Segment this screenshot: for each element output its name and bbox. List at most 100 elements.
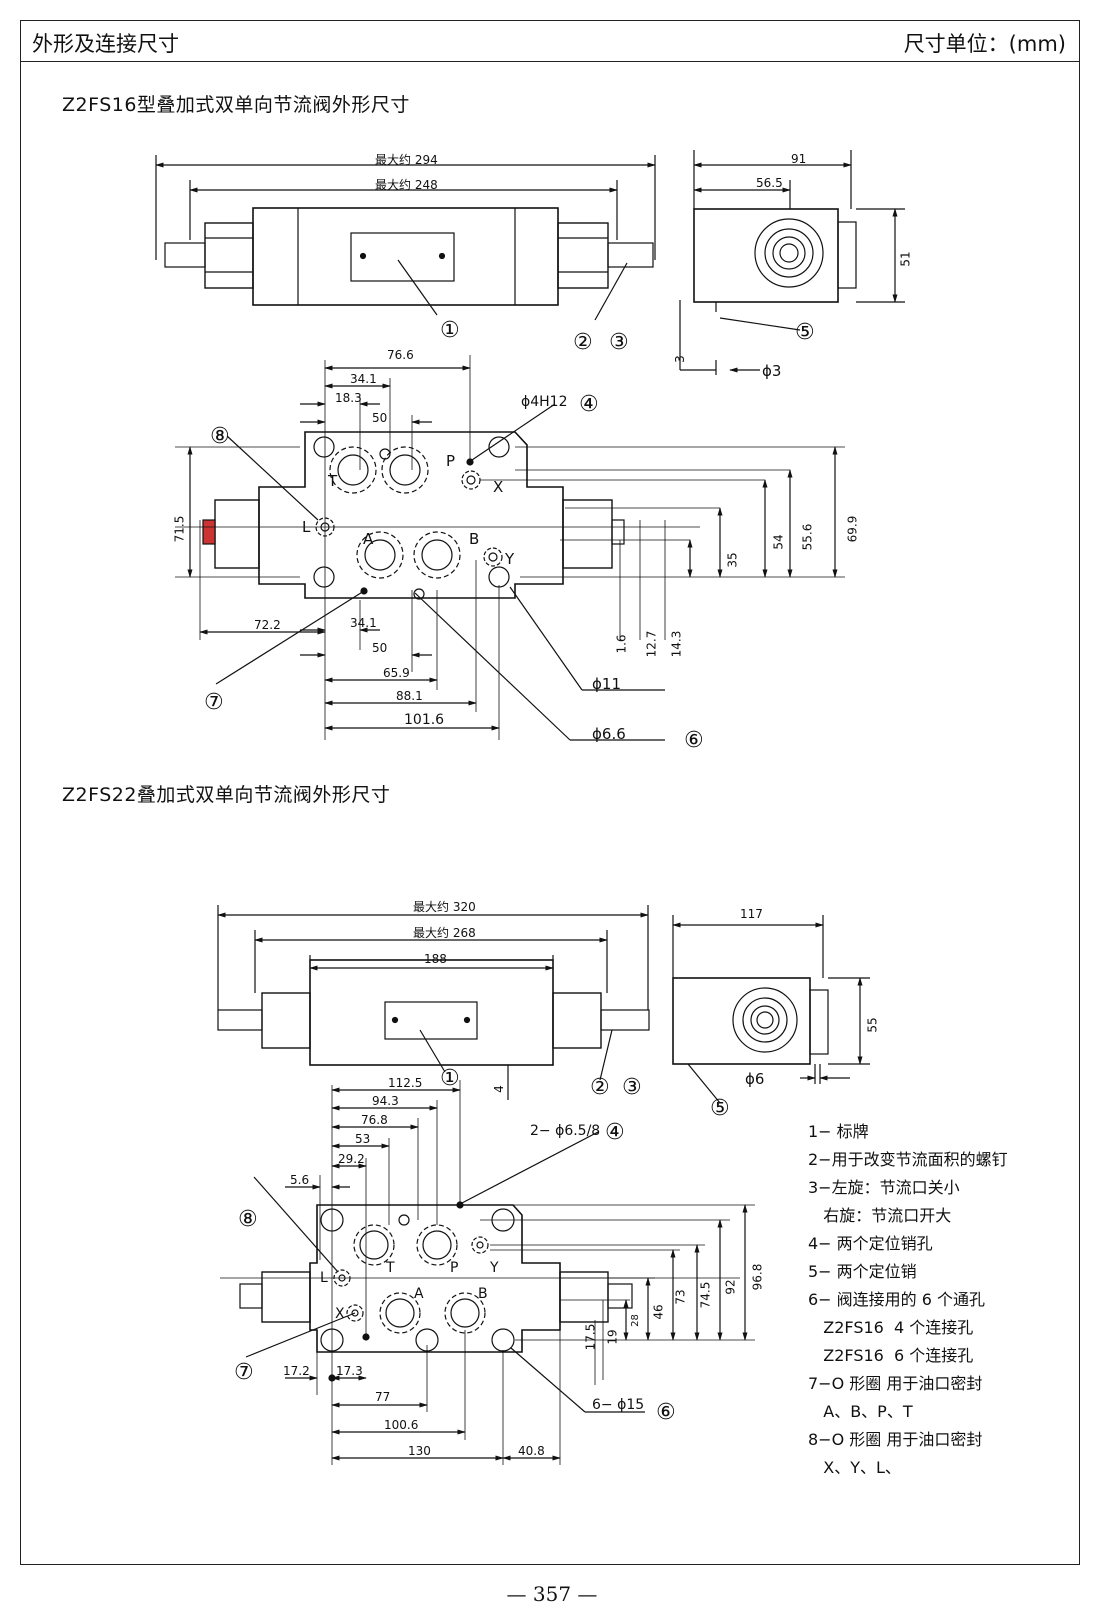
s1-callout-1: ① — [440, 318, 460, 343]
section2-title: Z2FS22叠加式双单向节流阀外形尺寸 — [62, 784, 391, 806]
s2-dim-29-2: 29.2 — [338, 1152, 365, 1166]
s2-callout-2: ② — [590, 1075, 610, 1100]
s1-dim-51: 51 — [898, 251, 913, 267]
s2-port-L: L — [320, 1270, 328, 1286]
s1-dim-55-6: 55.6 — [800, 523, 815, 551]
header-title: 外形及连接尺寸 — [32, 32, 179, 56]
s2-port-P: P — [450, 1260, 459, 1276]
s2-dim-17-3: 17.3 — [336, 1364, 363, 1378]
s2-dim-phi15: 6− ϕ15 — [592, 1397, 645, 1413]
s2-dim-46: 46 — [651, 1304, 666, 1320]
s2-port-A: A — [414, 1286, 424, 1302]
s1-dim-phi3: ϕ3 — [762, 362, 782, 380]
s1-dim-248: 最大约 248 — [375, 178, 438, 192]
s1-port-L: L — [302, 518, 311, 536]
s1-dim-294: 最大约 294 — [375, 153, 438, 167]
s2-dim-5-6: 5.6 — [290, 1173, 310, 1187]
s2-dim-17-2: 17.2 — [283, 1364, 310, 1378]
s1-callout-5: ⑤ — [795, 320, 815, 345]
s1-callout-2: ② — [573, 330, 593, 355]
s1-dim-phi6-6: ϕ6.6 — [592, 725, 626, 743]
s2-dim-77: 77 — [375, 1390, 391, 1404]
s1-port-P: P — [446, 452, 456, 470]
s2-dim-117: 117 — [740, 907, 763, 921]
legend-item: Z2FS16 6 个连接孔 — [808, 1346, 974, 1365]
s1-port-X: X — [493, 478, 504, 496]
s1-dim-88-1: 88.1 — [396, 689, 423, 703]
s1-dim-71-5: 71.5 — [172, 515, 187, 543]
s2-dim-28: 28 — [629, 1314, 641, 1327]
s2-callout-3: ③ — [622, 1075, 642, 1100]
s2-dim-188: 188 — [424, 952, 447, 966]
s1-top-dims — [155, 155, 656, 260]
s1-callout-4: ④ — [579, 392, 599, 417]
s2-callout-5: ⑤ — [710, 1096, 730, 1121]
legend-item: 3−左旋：节流口关小 — [808, 1178, 960, 1197]
s2-plan-view — [220, 1201, 740, 1382]
s1-dim-3: 3 — [672, 355, 687, 363]
header-bar: 外形及连接尺寸 尺寸单位：(mm) — [20, 20, 1080, 62]
s2-dim-19: 19 — [605, 1329, 620, 1345]
s1-dim-34-1b: 34.1 — [350, 616, 377, 630]
s1-dim-54: 54 — [771, 534, 786, 550]
s2-dim-53: 53 — [355, 1132, 371, 1146]
legend-item: 4− 两个定位销孔 — [808, 1234, 933, 1253]
s1-dim-1-6: 1.6 — [614, 634, 629, 654]
s2-dim-4: 4 — [491, 1085, 506, 1093]
legend-item: 8−O 形圈 用于油口密封 — [808, 1430, 983, 1449]
s1-callout-6: ⑥ — [684, 728, 704, 753]
s1-port-B: B — [469, 530, 480, 548]
s1-port-T: T — [328, 472, 338, 490]
s1-dim-phi11: ϕ11 — [592, 675, 621, 693]
s2-port-Y: Y — [490, 1260, 499, 1276]
s2-port-B: B — [478, 1286, 488, 1302]
legend-item: 2−用于改变节流面积的螺钉 — [808, 1150, 1008, 1169]
s1-plan-view — [175, 431, 700, 600]
s2-dim-phi6: ϕ6 — [745, 1070, 765, 1088]
s1-front-view — [164, 207, 654, 321]
s1-side-view — [679, 150, 905, 375]
legend-item: 1− 标牌 — [808, 1122, 869, 1141]
s1-dim-72-2: 72.2 — [254, 618, 281, 632]
s1-plan-dims — [175, 355, 845, 741]
s2-dim-73: 73 — [673, 1289, 688, 1305]
s2-port-X: X — [335, 1306, 345, 1322]
s2-callout-7: ⑦ — [234, 1360, 254, 1385]
s2-callout-8: ⑧ — [238, 1207, 258, 1232]
s1-dim-56-5: 56.5 — [756, 176, 783, 190]
s2-dim-40-8: 40.8 — [518, 1444, 545, 1458]
s1-callout-7: ⑦ — [204, 690, 224, 715]
s1-dim-65-9: 65.9 — [383, 666, 410, 680]
s1-callout-3: ③ — [609, 330, 629, 355]
s1-dim-14-3: 14.3 — [669, 630, 684, 658]
s1-dim-50: 50 — [372, 411, 388, 425]
legend-item: 7−O 形圈 用于油口密封 — [808, 1374, 983, 1393]
s1-port-A: A — [363, 530, 374, 548]
s2-dim-268: 最大约 268 — [413, 926, 476, 940]
s2-front-view — [217, 905, 650, 1100]
s2-callout-4: ④ — [605, 1120, 625, 1145]
s1-dim-34-1: 34.1 — [350, 372, 377, 386]
legend-item: 6− 阀连接用的 6 个通孔 — [808, 1290, 986, 1309]
s1-dim-18-3: 18.3 — [335, 391, 362, 405]
s1-dim-12-7: 12.7 — [644, 630, 659, 658]
s1-dim-50b: 50 — [372, 641, 388, 655]
s2-dim-112-5: 112.5 — [388, 1076, 423, 1090]
s1-dim-101-6: 101.6 — [404, 712, 445, 728]
s2-dim-100-6: 100.6 — [384, 1418, 419, 1432]
legend-item: A、B、P、T — [808, 1402, 913, 1421]
s2-callout-6: ⑥ — [656, 1400, 676, 1425]
s1-dim-35: 35 — [725, 552, 740, 568]
legend-item: 5− 两个定位销 — [808, 1262, 917, 1281]
s1-dim-69-9: 69.9 — [845, 515, 860, 543]
s2-dim-96-8: 96.8 — [750, 1263, 765, 1291]
s2-dim-74-5: 74.5 — [698, 1281, 713, 1309]
legend-item: Z2FS16 4 个连接孔 — [808, 1318, 974, 1337]
section1-title: Z2FS16型叠加式双单向节流阀外形尺寸 — [62, 94, 410, 116]
s2-callout-1: ① — [440, 1066, 460, 1091]
s2-dim-55: 55 — [865, 1017, 880, 1033]
legend-item: X、Y、L、 — [808, 1458, 901, 1477]
s2-port-T: T — [386, 1260, 395, 1276]
